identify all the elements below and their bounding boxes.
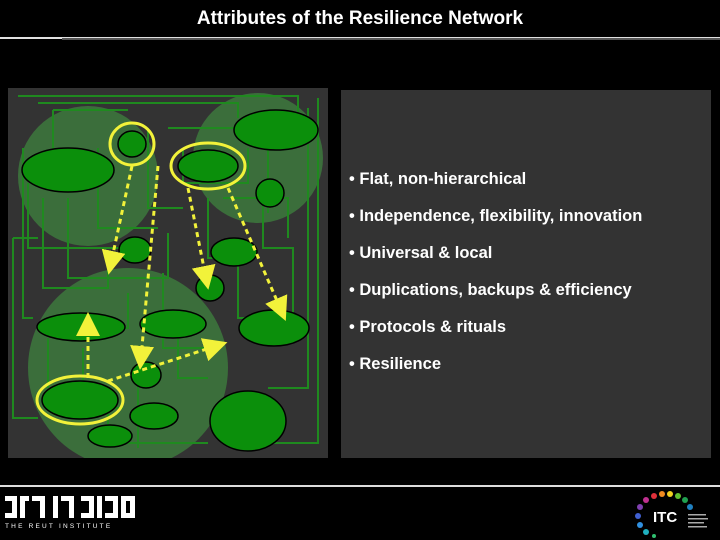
highlight-rings bbox=[35, 121, 247, 426]
network-node bbox=[210, 237, 258, 267]
footer-divider bbox=[0, 485, 720, 487]
attribute-list: • Flat, non-hierarchical • Independence,… bbox=[349, 170, 642, 392]
flow-arrow bbox=[226, 187, 288, 322]
attribute-item: • Independence, flexibility, innovation bbox=[349, 207, 643, 225]
attribute-item: • Duplications, backups & efficiency bbox=[349, 281, 632, 299]
title-bar: Attributes of the Resilience Network bbox=[0, 0, 720, 40]
network-node bbox=[195, 274, 225, 302]
highlight-ring bbox=[108, 121, 156, 167]
flow-arrow bbox=[186, 187, 216, 290]
network-node bbox=[130, 361, 162, 389]
network-node bbox=[255, 178, 285, 208]
network-node bbox=[238, 309, 310, 347]
highlight-ring bbox=[169, 141, 247, 191]
network-node bbox=[209, 390, 287, 452]
itc-wordmark: ITC bbox=[653, 509, 677, 526]
itc-logo: ITC bbox=[635, 491, 708, 538]
network-node bbox=[177, 149, 239, 183]
page-title: Attributes of the Resilience Network bbox=[196, 8, 524, 29]
attribute-item: • Flat, non-hierarchical bbox=[349, 170, 527, 188]
network-node bbox=[117, 130, 147, 158]
reut-institute-logo: THE REUT INSTITUTE bbox=[3, 494, 153, 534]
bullet-panel: • Flat, non-hierarchical • Independence,… bbox=[341, 90, 711, 458]
attribute-item: • Protocols & rituals bbox=[349, 318, 507, 336]
flow-arrow bbox=[107, 338, 228, 383]
network-node bbox=[87, 424, 133, 448]
attribute-item: • Universal & local bbox=[349, 244, 493, 262]
network-node bbox=[233, 109, 319, 151]
reut-english-name: THE REUT INSTITUTE bbox=[5, 523, 113, 530]
network-node bbox=[36, 312, 126, 342]
network-node bbox=[41, 380, 119, 420]
itc-tagline bbox=[688, 514, 708, 528]
flow-arrows bbox=[76, 165, 288, 383]
itc-dot-ring bbox=[635, 491, 693, 538]
attribute-item: • Resilience bbox=[349, 355, 441, 373]
network-node bbox=[129, 402, 179, 430]
title-divider-shadow bbox=[62, 38, 720, 40]
network-node bbox=[139, 309, 207, 339]
flow-arrow bbox=[101, 165, 134, 275]
network-node bbox=[21, 147, 115, 193]
reut-hebrew-wordmark bbox=[5, 496, 135, 518]
network-node bbox=[118, 236, 152, 264]
highlight-ring bbox=[35, 374, 125, 426]
network-diagram bbox=[8, 88, 328, 458]
